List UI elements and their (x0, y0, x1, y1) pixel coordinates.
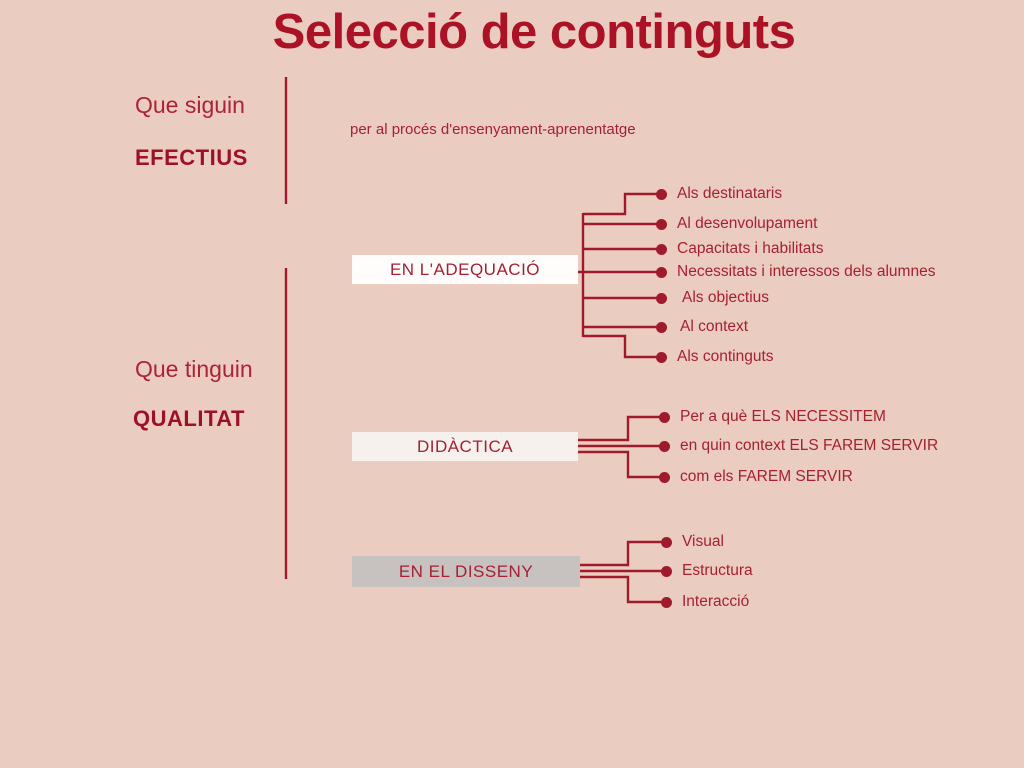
bullet-icon (659, 411, 670, 423)
branch-box-label: EN L'ADEQUACIÓ (389, 259, 541, 279)
qualifier-intro-1: Que siguin (135, 92, 245, 118)
bullet-icon (659, 440, 670, 452)
bullet-icon (656, 188, 667, 200)
branch-box-disseny: EN EL DISSENY (352, 556, 580, 587)
subtitle: per al procés d'ensenyament-aprenentatge (350, 121, 636, 138)
list-item: Necessitats i interessos dels alumnes (656, 262, 935, 282)
bullet-icon (656, 292, 667, 304)
qualifier-intro-2: Que tinguin (135, 356, 253, 382)
list-item: Interacció (661, 592, 749, 612)
bullet-icon (659, 471, 670, 483)
qualifier-emphasis-2: QUALITAT (133, 406, 245, 431)
branch-box-label: EN EL DISSENY (398, 561, 534, 581)
bullet-icon (661, 536, 672, 548)
bullet-icon (656, 243, 667, 255)
list-item: Al context (656, 317, 748, 337)
list-item: com els FAREM SERVIR (659, 467, 853, 487)
list-item: Per a què ELS NECESSITEM (659, 407, 886, 427)
bullet-icon (661, 596, 672, 608)
bullet-icon (656, 351, 667, 363)
branch-box-label: DIDÀCTICA (416, 436, 514, 456)
list-item: en quin context ELS FAREM SERVIR (659, 436, 938, 456)
bullet-icon (656, 218, 667, 230)
page-title: Selecció de continguts (272, 5, 796, 59)
qualifier-emphasis-1: EFECTIUS (135, 145, 248, 170)
list-item: Als objectius (656, 288, 769, 308)
list-item: Capacitats i habilitats (656, 239, 823, 259)
list-item: Estructura (661, 561, 753, 581)
branch-box-didactica: DIDÀCTICA (352, 432, 578, 461)
branch-box-adequacio: EN L'ADEQUACIÓ (352, 255, 578, 284)
list-item: Als destinataris (656, 184, 782, 204)
bullet-icon (661, 565, 672, 577)
list-item: Visual (661, 532, 724, 552)
bullet-icon (656, 321, 667, 333)
bullet-icon (656, 266, 667, 278)
list-item: Al desenvolupament (656, 214, 817, 234)
list-item: Als continguts (656, 347, 774, 367)
